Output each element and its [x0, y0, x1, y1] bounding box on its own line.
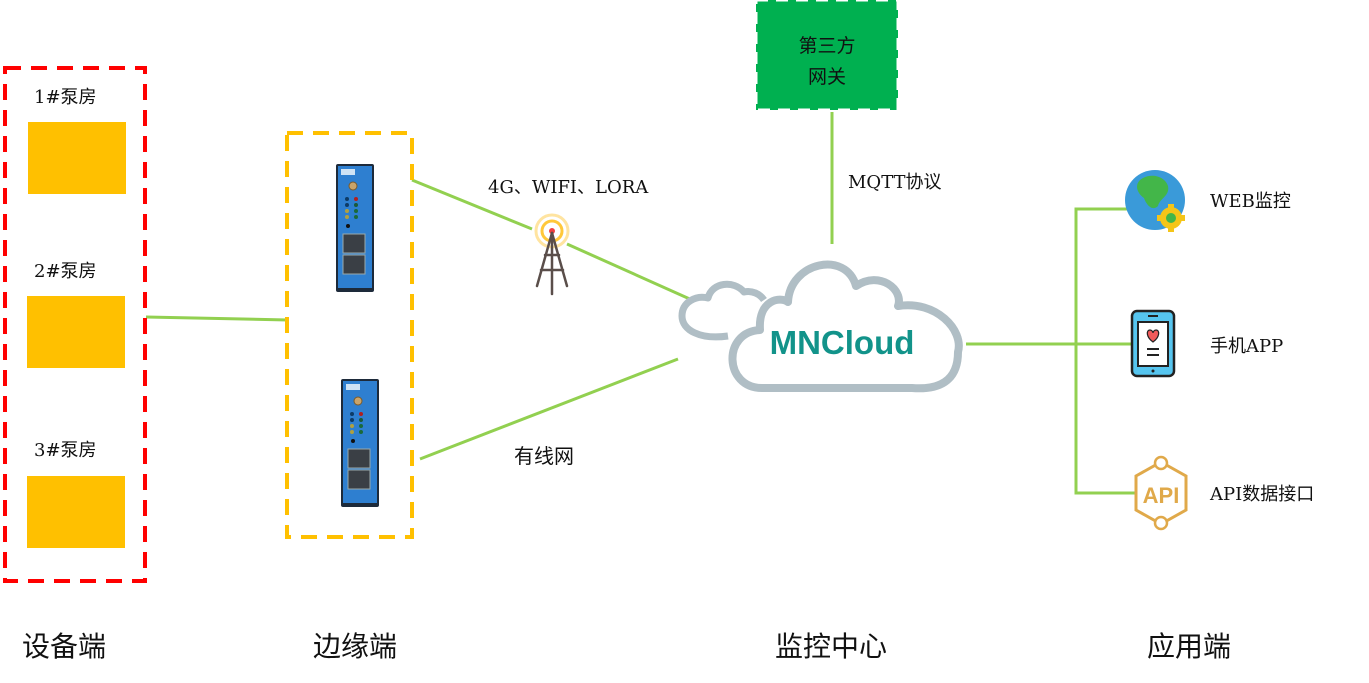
globe-gear-icon	[1125, 170, 1185, 232]
pump-room-3: 3#泵房	[27, 440, 125, 548]
cloud-platform-name: MNCloud	[770, 324, 915, 361]
pump-room-2: 2#泵房	[27, 261, 125, 368]
pump-room-block	[27, 476, 125, 548]
app-web-monitoring[interactable]: WEB监控	[1125, 170, 1291, 232]
pump-room-block	[27, 296, 125, 368]
link-wired	[419, 357, 679, 461]
link-wireless-1	[411, 178, 533, 231]
pump-room-block	[28, 122, 126, 194]
pump-room-label: 2#泵房	[34, 261, 97, 282]
app-mobile[interactable]: 手机APP	[1130, 309, 1283, 378]
link-device-to-edge	[145, 315, 289, 322]
mqtt-protocol-label: MQTT协议	[848, 172, 942, 193]
third-party-gateway-label-line2: 网关	[808, 66, 846, 88]
api-hexagon-icon: API	[1134, 455, 1188, 531]
edge-zone-border	[285, 131, 414, 539]
tier-label-monitoring-center: 监控中心	[775, 630, 887, 663]
third-party-gateway-box	[754, 0, 900, 112]
cloud-icon	[678, 260, 963, 393]
mobile-phone-icon	[1130, 309, 1176, 378]
wired-link-label: 有线网	[514, 444, 574, 468]
link-wireless-2	[566, 242, 693, 302]
third-party-gateway-label-line1: 第三方	[798, 35, 855, 57]
tier-label-device: 设备端	[22, 630, 106, 663]
app-api-label: API数据接口	[1209, 484, 1314, 505]
pump-room-1: 1#泵房	[28, 87, 126, 194]
device-zone-border	[3, 66, 147, 583]
svg-text:API: API	[1143, 483, 1180, 508]
app-web-monitoring-label: WEB监控	[1210, 191, 1291, 212]
connections	[145, 112, 1140, 495]
third-party-gateway: 第三方 网关	[754, 0, 900, 112]
edge-gateway-device-1	[336, 164, 374, 292]
tier-label-edge: 边缘端	[313, 630, 397, 663]
pump-room-label: 3#泵房	[34, 440, 97, 461]
edge-gateway-device-2	[341, 379, 379, 507]
radio-tower-icon	[534, 213, 570, 296]
app-api[interactable]: API API数据接口	[1134, 455, 1314, 531]
wireless-link-label: 4G、WIFI、LORA	[488, 177, 649, 198]
app-mobile-label: 手机APP	[1210, 336, 1283, 357]
link-app-bus	[1074, 207, 1140, 495]
pump-room-label: 1#泵房	[34, 87, 97, 108]
tier-label-application: 应用端	[1147, 630, 1231, 663]
